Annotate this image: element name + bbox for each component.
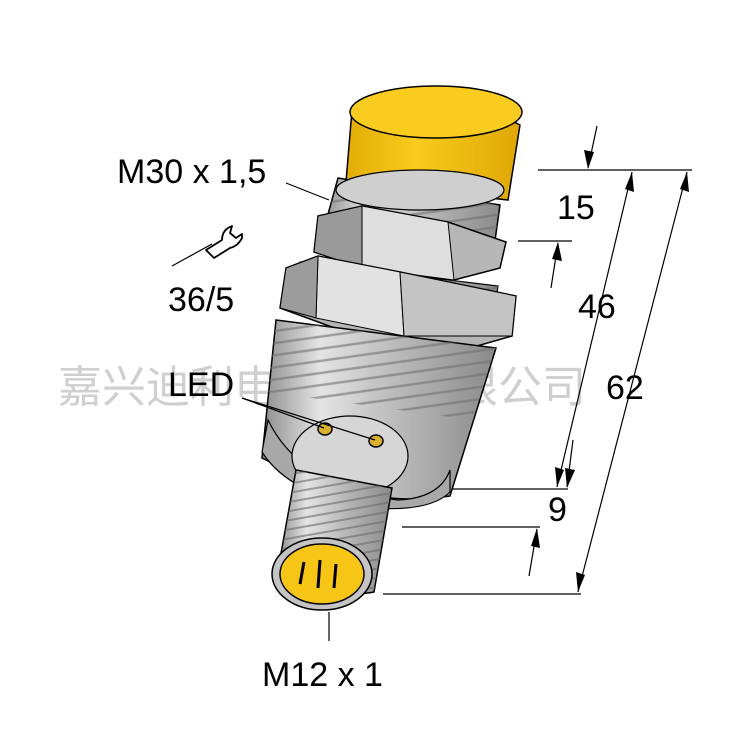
leader-lines: [241, 182, 376, 641]
connector-label: M12 x 1: [262, 656, 383, 694]
dim-46: 46: [578, 288, 616, 326]
led-indicators: [317, 422, 384, 448]
led-2: [368, 434, 384, 448]
m12-connector: [271, 469, 393, 611]
dim-15: 15: [557, 189, 595, 227]
led-1: [317, 422, 333, 436]
dim-62: 62: [606, 369, 644, 407]
led-label: LED: [168, 366, 234, 404]
led-leader-1: [241, 397, 325, 429]
dim-9: 9: [548, 491, 567, 529]
connector-face: [279, 543, 365, 605]
dimension-lines: [383, 125, 692, 595]
upper-nut: [313, 205, 507, 281]
dimension-arrows: [531, 150, 689, 592]
thread-leader: [285, 182, 330, 201]
led-leader-2: [241, 397, 376, 441]
wrench-size-label: 36/5: [168, 281, 234, 319]
wrench-icon: [171, 225, 243, 267]
lower-nut: [279, 255, 517, 349]
thread-label: M30 x 1,5: [117, 153, 266, 191]
